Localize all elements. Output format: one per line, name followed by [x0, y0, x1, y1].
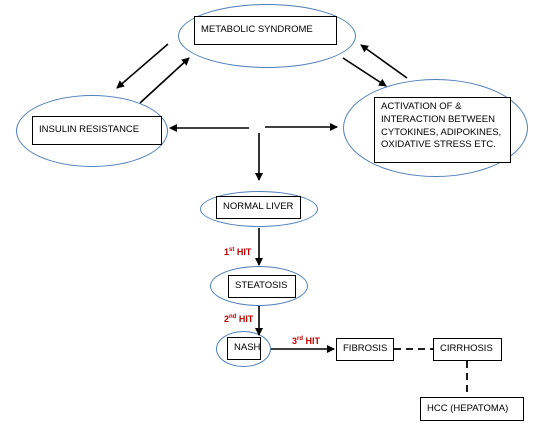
fibrosis-label: FIBROSIS	[343, 343, 388, 355]
arrow-metabolic-to-activation	[342, 57, 387, 87]
nash-box: NASH	[227, 337, 261, 360]
hcc-box: HCC (HEPATOMA)	[420, 397, 524, 421]
insulin-resistance-box: INSULIN RESISTANCE	[32, 116, 162, 145]
cirrhosis-box: CIRRHOSIS	[433, 338, 502, 361]
steatosis-label: STEATOSIS	[235, 280, 288, 292]
normal-liver-label: NORMAL LIVER	[223, 201, 294, 213]
activation-label: ACTIVATION OF & INTERACTION BETWEEN CYTO…	[381, 101, 502, 151]
activation-box: ACTIVATION OF & INTERACTION BETWEEN CYTO…	[374, 97, 511, 163]
metabolic-syndrome-label: METABOLIC SYNDROME	[201, 24, 313, 36]
fibrosis-box: FIBROSIS	[336, 338, 394, 361]
steatosis-box: STEATOSIS	[228, 275, 296, 298]
nash-label: NASH	[234, 342, 261, 354]
hcc-label: HCC (HEPATOMA)	[427, 402, 509, 414]
cirrhosis-label: CIRRHOSIS	[440, 343, 493, 355]
second-hit-label: 2nd HIT	[224, 314, 254, 324]
arrow-metabolic-to-insulin	[116, 43, 169, 89]
normal-liver-box: NORMAL LIVER	[216, 196, 301, 219]
metabolic-syndrome-box: METABOLIC SYNDROME	[194, 16, 337, 45]
insulin-resistance-label: INSULIN RESISTANCE	[39, 124, 140, 136]
arrow-activation-to-metabolic	[360, 44, 408, 79]
arrow-insulin-to-metabolic	[139, 57, 190, 104]
first-hit-label: 1st HIT	[224, 247, 252, 257]
third-hit-label: 3rd HIT	[292, 336, 321, 346]
